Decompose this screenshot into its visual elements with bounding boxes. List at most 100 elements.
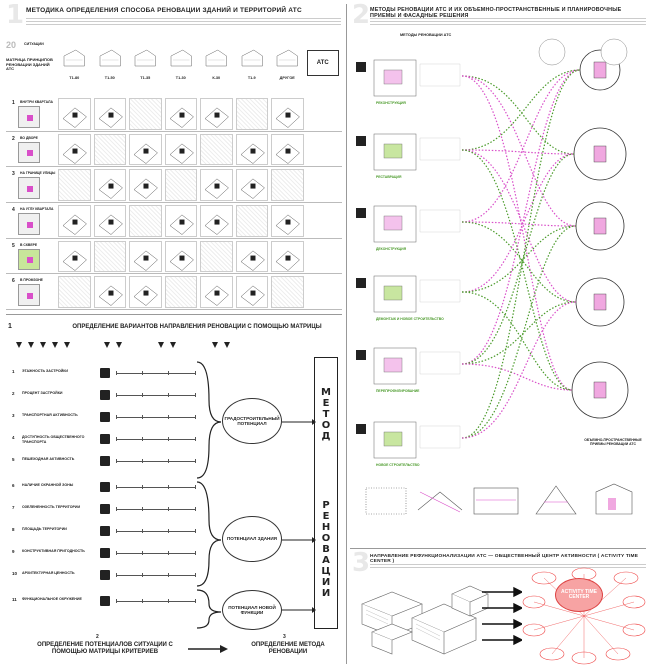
criterion-number: 8 xyxy=(12,527,15,532)
method-connection xyxy=(461,153,575,293)
matrix-row-label: В ПРОМЗОНЕ xyxy=(20,278,43,283)
building-type-label: ДРУГОЕ xyxy=(279,76,295,80)
method-name: РЕСТАВРАЦИЯ xyxy=(376,175,402,179)
down-arrow-icon xyxy=(52,342,58,348)
matrix-cell xyxy=(235,133,268,166)
flow-arrows xyxy=(482,586,522,646)
method-connection xyxy=(461,149,575,155)
technique-volume xyxy=(593,61,607,79)
technique-volume xyxy=(593,145,607,163)
method-connection xyxy=(461,153,575,365)
building-type-column: Т1-9 xyxy=(236,48,269,80)
methods-diagram: РЕКОНСТРУКЦИЯРЕСТАВРАЦИЯДЕКОНСТРУКЦИЯДЕМ… xyxy=(356,38,629,467)
method-connection xyxy=(461,149,573,391)
criterion-number: 10 xyxy=(12,571,18,576)
technique-volume xyxy=(593,217,607,235)
technique-volume xyxy=(593,381,607,399)
building-type-label: Т1-50 xyxy=(104,76,115,80)
building-type-label: Т1-9 xyxy=(247,76,256,80)
matrix-cell xyxy=(164,169,197,201)
section-1-number: 1 xyxy=(8,323,12,330)
criterion-row: 11 ФУНКЦИОНАЛЬНОЕ ОКРУЖЕНИЕ xyxy=(8,594,196,612)
criterion-row: 6 НАЛИЧИЕ ОХРАННОЙ ЗОНЫ xyxy=(8,480,196,498)
criterion-row: 2 ПРОЦЕНТ ЗАСТРОЙКИ xyxy=(8,388,196,406)
urban-potential: ГРАДОСТРОИТЕЛЬНЫЙ ПОТЕНЦИАЛ xyxy=(222,398,282,444)
grouping-braces xyxy=(196,361,222,629)
matrix-cell xyxy=(200,169,233,201)
matrix-cell xyxy=(58,169,91,201)
building-type-column: Т1-80 xyxy=(58,48,91,80)
matrix-cell xyxy=(58,240,91,273)
method-letter: Н xyxy=(321,522,331,533)
criterion-row: 9 КОНСТРУКТИВНАЯ ПРИГОДНОСТЬ xyxy=(8,546,196,564)
method-name: ДЕКОНСТРУКЦИЯ xyxy=(376,247,407,251)
building-type-column: Т1-50 xyxy=(94,48,127,80)
matrix-cell xyxy=(93,169,126,201)
section-2-number: 2 xyxy=(96,634,99,640)
building-type-column: Т1-30 xyxy=(165,48,198,80)
method-name: ДЕМОНТАЖ И НОВОЕ СТРОИТЕЛЬСТВО xyxy=(376,317,444,321)
matrix-cell xyxy=(200,276,233,308)
intro-text-block-2 xyxy=(370,16,646,25)
criterion-icon xyxy=(100,434,110,444)
activity-time-center-node: ACTIVITY TIME CENTER xyxy=(555,578,603,612)
criterion-row: 5 ПЕШЕХОДНАЯ АКТИВНОСТЬ xyxy=(8,454,196,472)
matrix-row-separator xyxy=(6,202,342,203)
method-connection xyxy=(461,225,577,439)
method-letter: О xyxy=(321,533,331,544)
panel-number-1: 1 xyxy=(6,0,25,30)
potential-arrows xyxy=(282,419,316,613)
method-connection xyxy=(461,221,577,227)
section-3-caption: ОПРЕДЕЛЕНИЕ МЕТОДА РЕНОВАЦИИ xyxy=(251,642,325,655)
method-name: НОВОЕ СТРОИТЕЛЬСТВО xyxy=(376,463,420,467)
method-connection xyxy=(461,69,581,365)
panel-1-title: МЕТОДИКА ОПРЕДЕЛЕНИЯ СПОСОБА РЕНОВАЦИИ З… xyxy=(26,7,302,14)
criterion-icon xyxy=(100,526,110,536)
matrix-cell xyxy=(235,169,268,201)
matrix-row-number: 6 xyxy=(12,278,15,285)
criterion-number: 6 xyxy=(12,483,15,488)
criterion-scale xyxy=(116,459,196,463)
situation-thumbnail xyxy=(18,213,40,235)
top-technique-circle xyxy=(538,38,566,66)
section-arrow xyxy=(188,645,228,653)
criterion-row: 3 ТРАНСПОРТНАЯ АКТИВНОСТЬ xyxy=(8,410,196,428)
criterion-row: 8 ПЛОЩАДЬ ТЕРРИТОРИИ xyxy=(8,524,196,542)
intro-text-block-3 xyxy=(370,562,646,568)
criterion-icon xyxy=(100,596,110,606)
criterion-label: ПЛОЩАДЬ ТЕРРИТОРИИ xyxy=(22,527,67,531)
matrix-cell xyxy=(129,205,162,237)
criterion-label: ФУНКЦИОНАЛЬНОЕ ОКРУЖЕНИЕ xyxy=(22,597,82,601)
method-connection xyxy=(461,363,573,391)
criterion-row: 10 АРХИТЕКТУРНАЯ ЦЕННОСТЬ xyxy=(8,568,196,586)
matrix-cell xyxy=(271,205,304,237)
criterion-number: 7 xyxy=(12,505,15,510)
criterion-label: КОНСТРУКТИВНАЯ ПРИГОДНОСТЬ xyxy=(22,549,85,553)
matrix-row-label: ВО ДВОРЕ xyxy=(20,135,38,140)
method-letter: И xyxy=(321,588,331,599)
criterion-row: 7 ОЗЕЛЕНЕННОСТЬ ТЕРРИТОРИИ xyxy=(8,502,196,520)
matrix-row-separator xyxy=(6,309,342,310)
criterion-icon xyxy=(100,368,110,378)
matrix-row-label: В СКВЕРЕ xyxy=(20,242,38,247)
section-3-number: 3 xyxy=(283,634,286,640)
right-technique-label: ОБЪЕМНО-ПРОСТРАНСТВЕННЫЕ ПРИЕМЫ РЕНОВАЦИ… xyxy=(584,438,642,446)
function-potential: ПОТЕНЦИАЛ НОВОЙ ФУНКЦИИ xyxy=(222,590,282,630)
panel-3-title: НАПРАВЛЕНИЕ РЕФУНКЦИОНАЛИЗАЦИИ АТС — ОБЩ… xyxy=(370,554,639,564)
matrix-cell xyxy=(129,276,162,308)
criterion-number: 3 xyxy=(12,413,15,418)
criterion-icon xyxy=(100,570,110,580)
criterion-scale xyxy=(116,485,196,489)
building-type-label: К-30 xyxy=(212,76,221,80)
method-connection xyxy=(461,69,581,151)
situation-thumbnail xyxy=(18,284,40,306)
criterion-scale xyxy=(116,507,196,511)
matrix-cell xyxy=(235,98,268,130)
matrix-cell xyxy=(58,98,91,130)
matrix-cell xyxy=(164,276,197,308)
intro-text-block xyxy=(26,16,341,28)
ats-label: АТС xyxy=(306,50,339,76)
matrix-cell xyxy=(164,240,197,273)
down-arrow-icon xyxy=(64,342,70,348)
